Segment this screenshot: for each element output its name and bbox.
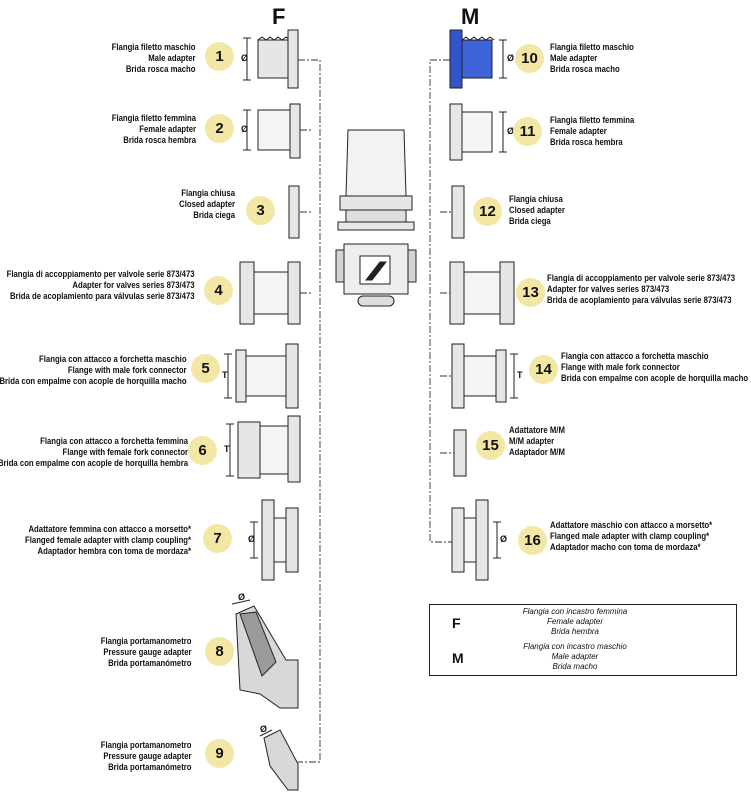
part-6-drawing <box>237 415 301 483</box>
part-12-badge: 12 <box>473 197 502 226</box>
diameter-symbol-8: Ø <box>238 592 246 602</box>
thickness-symbol-14: T <box>517 370 523 380</box>
diameter-symbol-1: Ø <box>241 53 249 63</box>
part-13-label: Flangia di accoppiamento per valvole ser… <box>547 273 736 305</box>
thickness-symbol-5: T <box>222 370 228 380</box>
diameter-symbol-2: Ø <box>241 124 249 134</box>
part-11-badge: 11 <box>513 117 542 146</box>
part-9-drawing <box>263 729 299 791</box>
part-12-drawing <box>451 185 465 239</box>
part-7-label: Adattatore femmina con attacco a morsett… <box>24 524 191 556</box>
part-2-badge: 2 <box>205 114 234 143</box>
diameter-symbol-16: Ø <box>500 534 508 544</box>
part-3-badge: 3 <box>246 196 275 225</box>
part-6-badge: 6 <box>188 436 217 465</box>
female-column-heading: F <box>272 4 286 29</box>
part-10-drawing <box>449 29 495 89</box>
part-13-drawing <box>449 261 515 325</box>
legend-f-letter: F <box>452 615 461 631</box>
part-4-badge: 4 <box>204 276 233 305</box>
part-5-drawing <box>235 343 299 409</box>
part-7-badge: 7 <box>203 524 232 553</box>
part-8-badge: 8 <box>205 637 234 666</box>
part-1-badge: 1 <box>205 42 234 71</box>
diameter-symbol-7: Ø <box>248 534 256 544</box>
part-15-drawing <box>453 429 467 477</box>
diameter-symbol-11: Ø <box>507 126 515 136</box>
male-column-heading: M <box>461 4 480 29</box>
part-1-drawing <box>257 29 299 89</box>
part-16-drawing <box>451 499 489 581</box>
part-2-drawing <box>257 103 301 159</box>
part-9-badge: 9 <box>205 739 234 768</box>
part-5-badge: 5 <box>191 354 220 383</box>
part-8-drawing <box>235 605 299 709</box>
thickness-symbol-6: T <box>224 444 230 454</box>
part-10-badge: 10 <box>515 44 544 73</box>
legend-m-letter: M <box>452 650 464 666</box>
diameter-symbol-10: Ø <box>507 53 515 63</box>
part-15-badge: 15 <box>476 431 505 460</box>
part-16-badge: 16 <box>518 526 547 555</box>
part-3-drawing <box>288 185 300 239</box>
part-16-label: Adattatore maschio con attacco a morsett… <box>550 520 713 552</box>
diameter-symbol-9: Ø <box>260 724 268 734</box>
center-valve-drawing <box>335 129 417 307</box>
part-7-drawing <box>261 499 299 581</box>
part-13-badge: 13 <box>516 278 545 307</box>
part-4-label: Flangia di accoppiamento per valvole ser… <box>6 269 196 301</box>
part-14-drawing <box>451 343 507 409</box>
part-4-drawing <box>239 261 301 325</box>
part-14-badge: 14 <box>529 355 558 384</box>
part-11-drawing <box>449 103 493 161</box>
